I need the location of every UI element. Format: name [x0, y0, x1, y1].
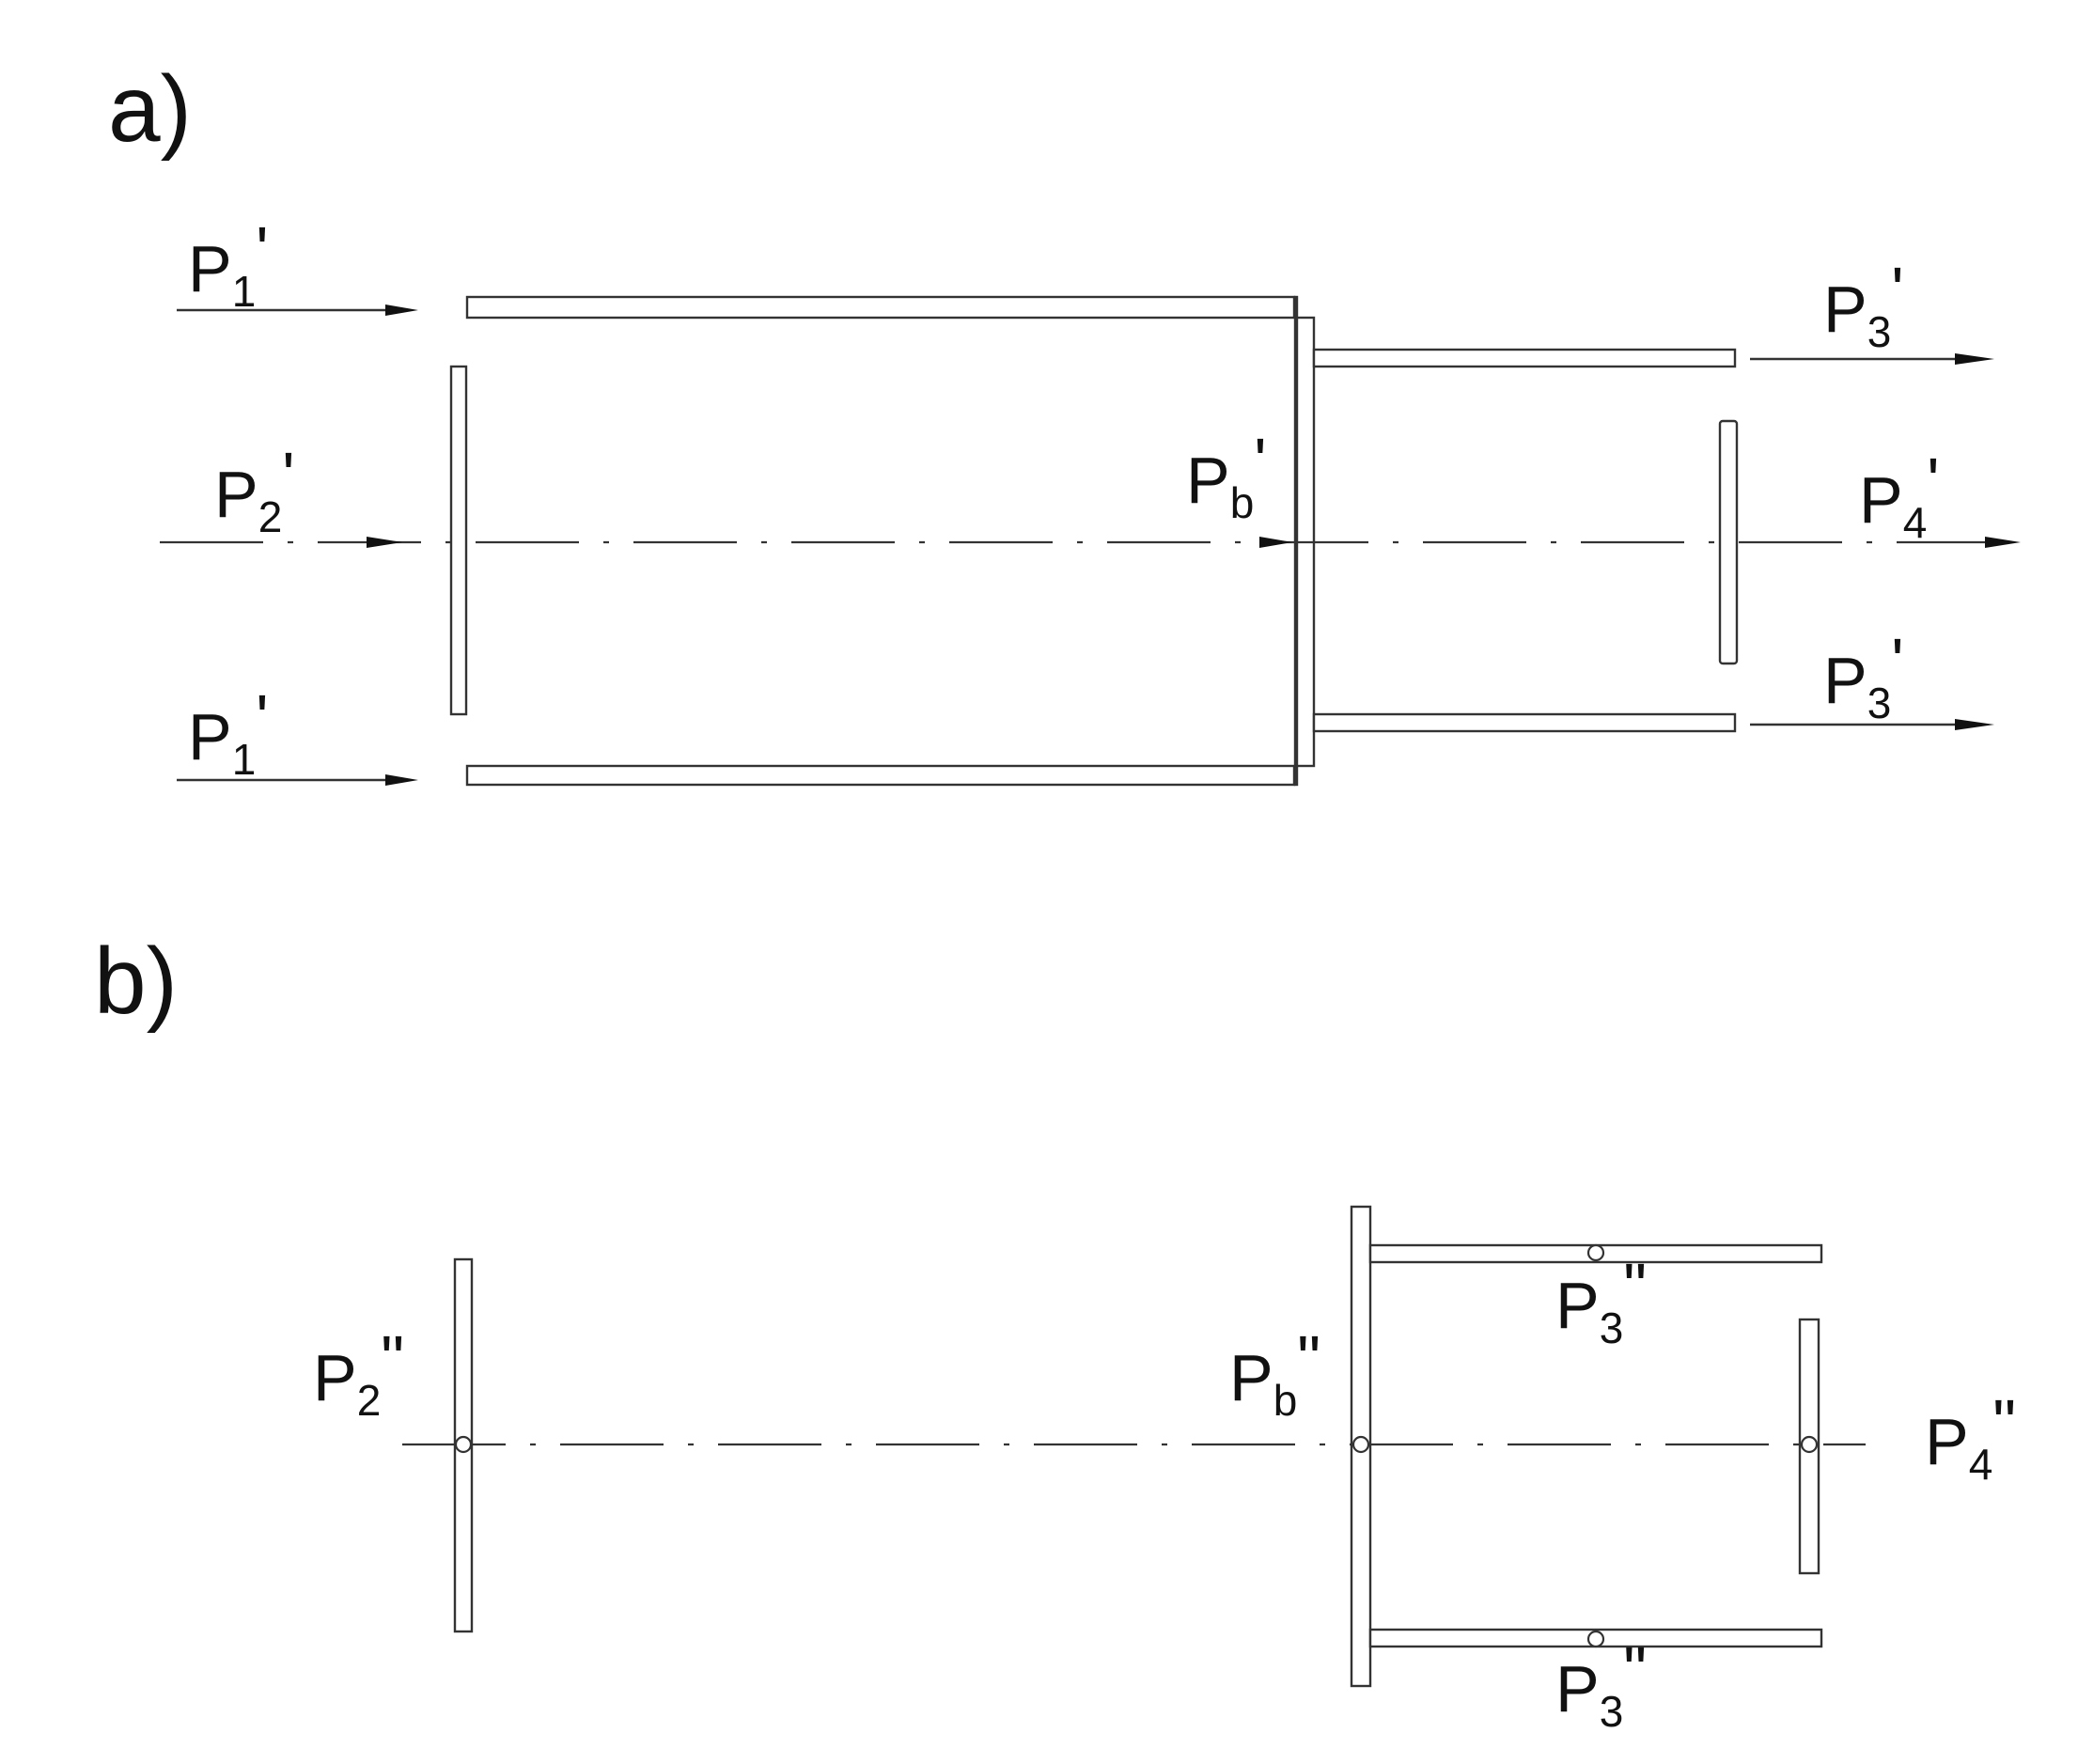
panel-b-label-p4: P4": [1925, 1386, 2016, 1489]
panel-b-label: b): [94, 929, 178, 1034]
panel-a-label: a): [108, 56, 192, 162]
panel-a-arrowhead-p1-top: [385, 304, 418, 316]
panel-a-arrowhead-p3-top: [1955, 353, 1994, 365]
panel-a-far-right-plate: [1718, 419, 1739, 665]
panel-a-arrowhead-p2: [367, 537, 402, 548]
panel-a: a) P1' P1' P2' Pb' P3' P3': [108, 56, 2021, 787]
panel-b-pin-right: [1800, 1435, 1819, 1454]
panel-a-label-pb: Pb': [1186, 425, 1267, 527]
panel-a-arrowhead-p1-bottom: [385, 774, 418, 786]
panel-a-label-p3-top: P3': [1823, 254, 1904, 356]
panel-a-label-p4: P4': [1859, 445, 1940, 547]
panel-b: b) P2" Pb" P3" P3" P4": [94, 929, 2016, 1736]
panel-b-label-p2: P2": [313, 1322, 404, 1425]
panel-a-arrowhead-p4: [1985, 537, 2021, 548]
panel-b-label-pb: Pb": [1229, 1322, 1320, 1425]
panel-b-pin-left: [454, 1435, 473, 1454]
panel-b-label-p3-top: P3": [1555, 1250, 1647, 1352]
panel-a-arrowhead-pb: [1259, 537, 1292, 548]
panel-b-pin-middle: [1351, 1435, 1370, 1454]
panel-a-bottom-short-bar: [1312, 712, 1737, 733]
panel-b-pin-bottom-bar: [1586, 1630, 1605, 1648]
panel-a-top-long-bar: [465, 295, 1296, 320]
panel-b-label-p3-bottom: P3": [1555, 1633, 1647, 1736]
panel-a-label-p1-top: P1': [188, 213, 269, 316]
panel-a-top-short-bar: [1312, 348, 1737, 368]
panel-a-arrowhead-p3-bottom: [1955, 719, 1994, 730]
panel-b-pin-top-bar: [1586, 1243, 1605, 1262]
panel-a-label-p1-bottom: P1': [188, 681, 269, 784]
panel-a-bottom-long-bar: [465, 764, 1296, 787]
panel-a-label-p2: P2': [214, 439, 295, 541]
panel-a-label-p3-bottom: P3': [1823, 625, 1904, 727]
panel-a-left-plate: [449, 365, 468, 716]
